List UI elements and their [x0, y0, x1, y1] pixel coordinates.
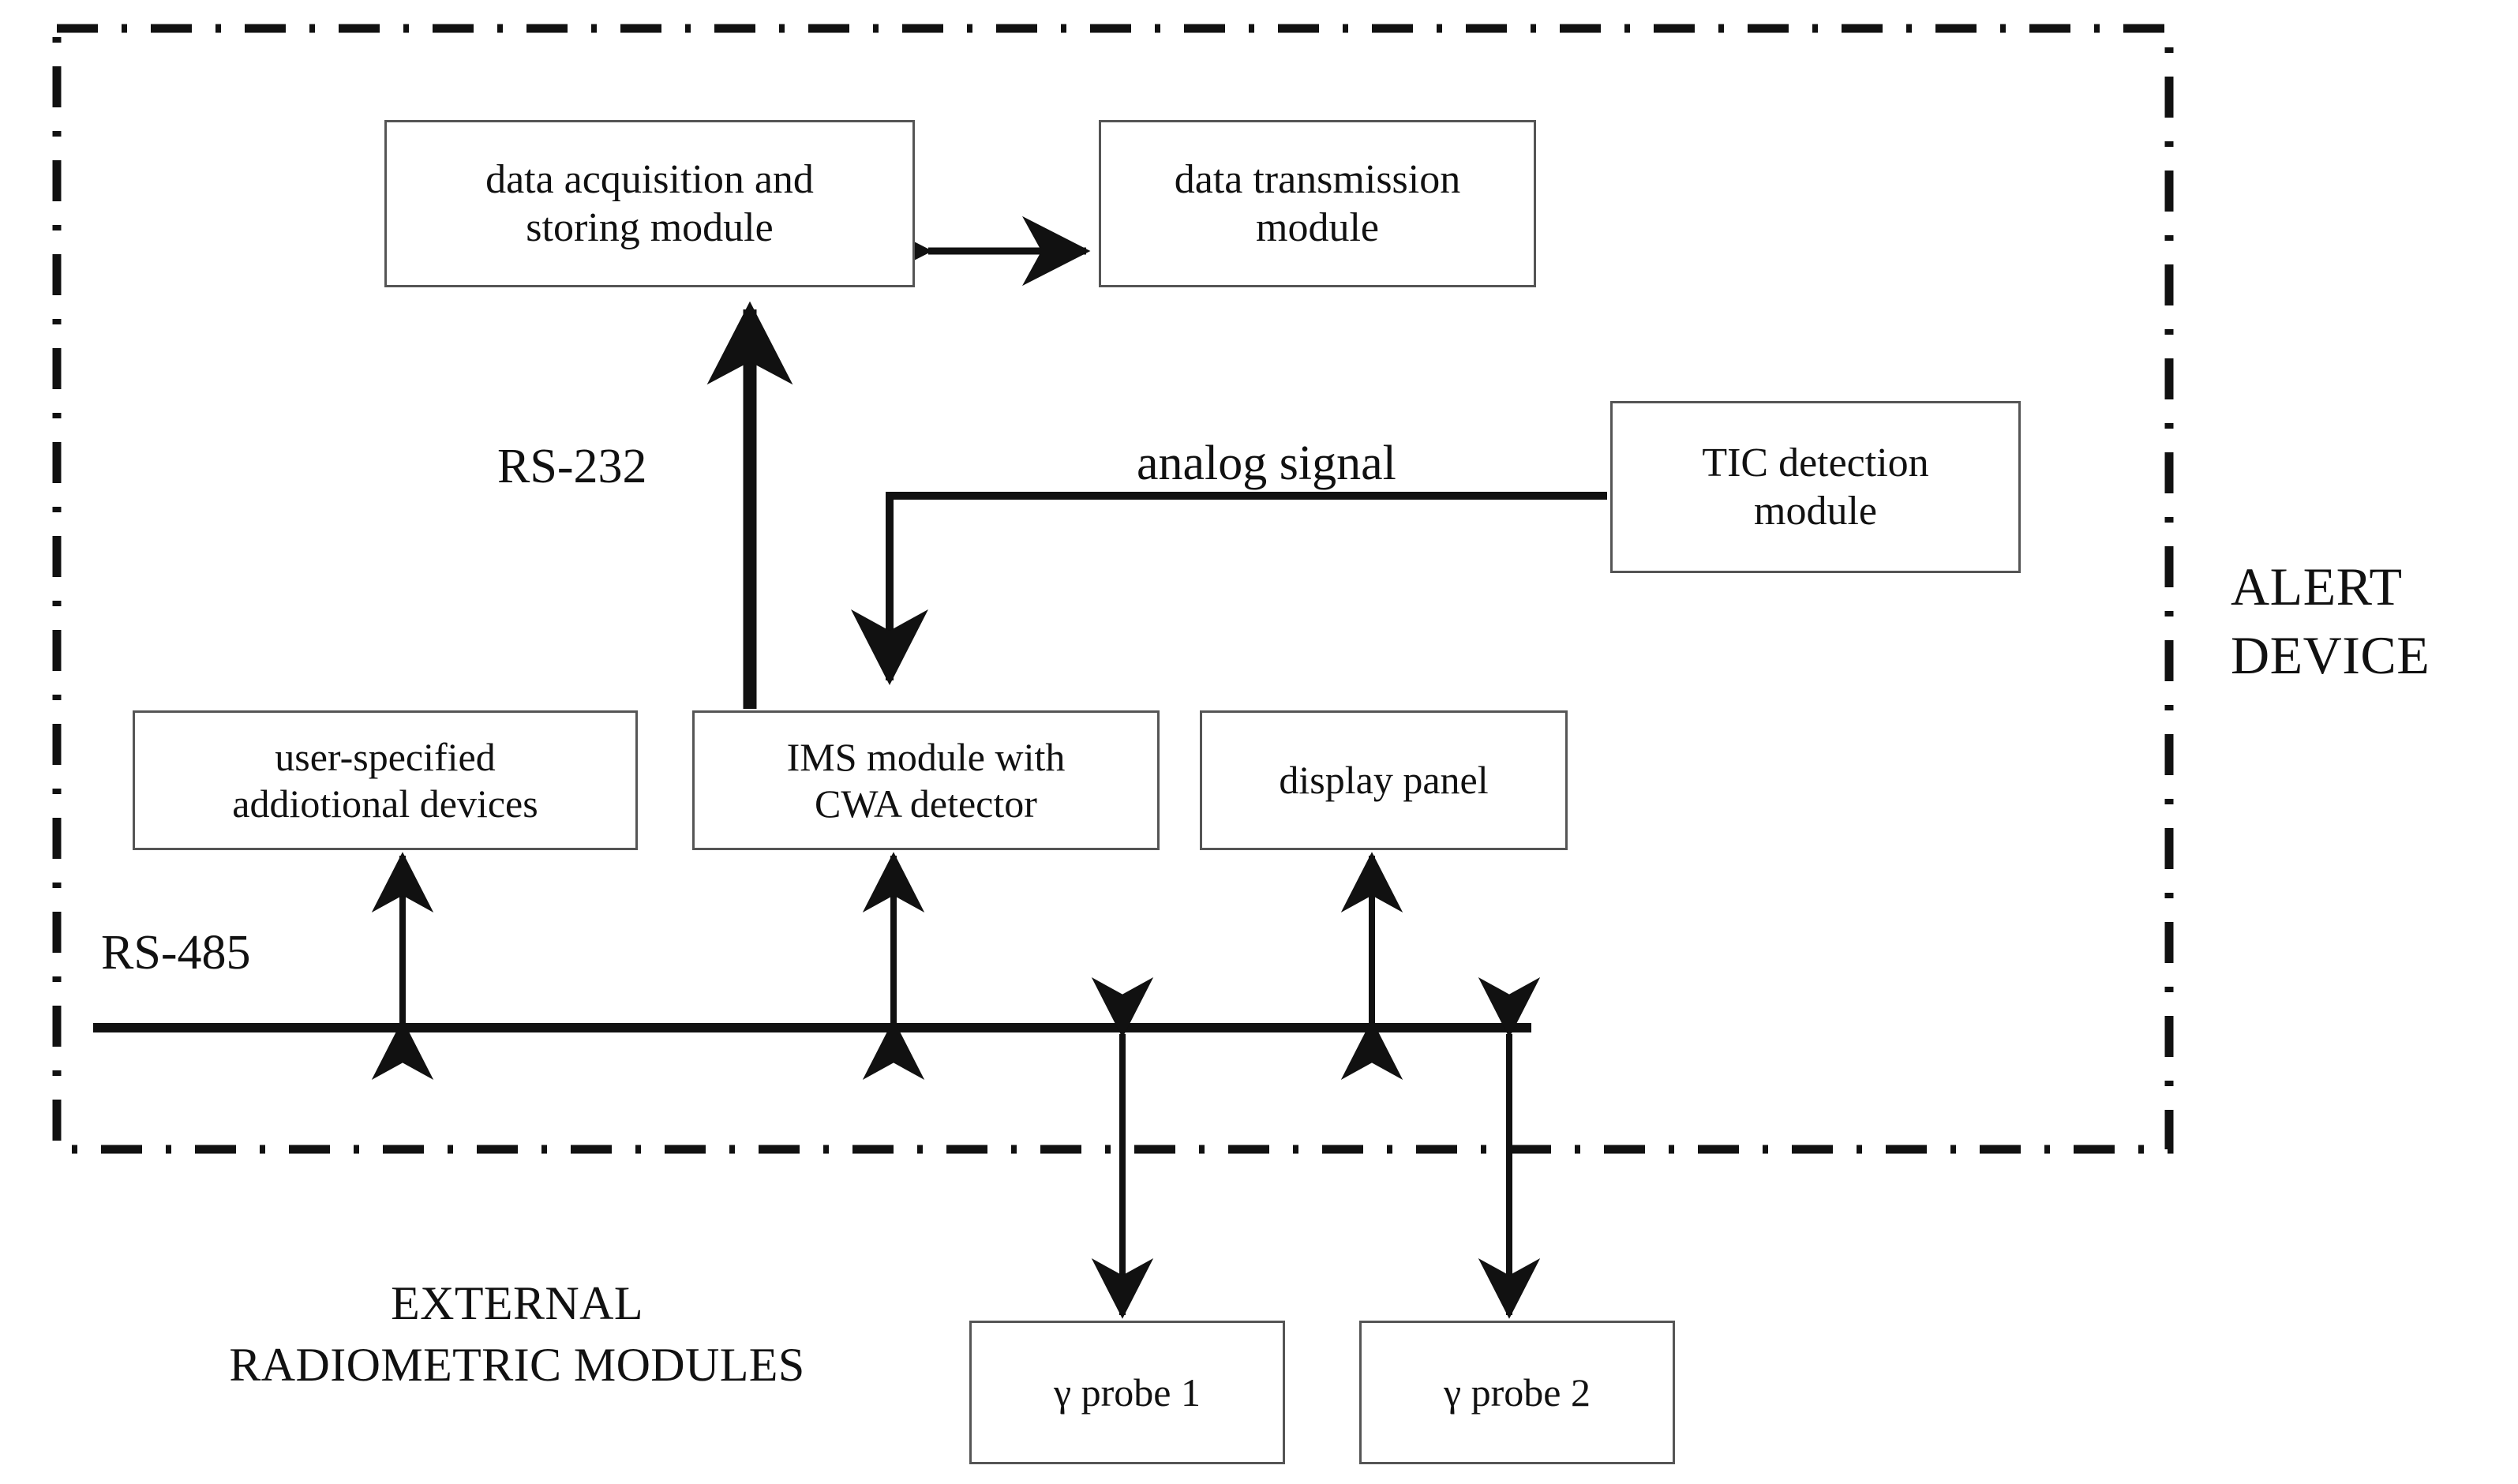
node-dtm-label: data transmission module — [1174, 156, 1461, 250]
node-ims-label: IMS module with CWA detector — [786, 734, 1066, 826]
node-ims-module-with-cwa-detector[interactable]: IMS module with CWA detector — [692, 710, 1160, 850]
node-daq-label: data acquisition and storing module — [485, 156, 814, 250]
edge-label-analog-signal: analog signal — [1137, 437, 1396, 490]
node-gamma-probe-1[interactable]: γ probe 1 — [969, 1321, 1285, 1464]
node-probe2-label: γ probe 2 — [1444, 1370, 1591, 1415]
node-data-transmission-module[interactable]: data transmission module — [1099, 120, 1536, 287]
node-user-specified-additional-devices[interactable]: user-specified addiotional devices — [133, 710, 638, 850]
node-tic-detection-module[interactable]: TIC detection module — [1610, 401, 2021, 573]
group-label-alert-device: ALERT DEVICE — [2231, 556, 2430, 686]
node-gamma-probe-2[interactable]: γ probe 2 — [1359, 1321, 1675, 1464]
node-probe1-label: γ probe 1 — [1054, 1370, 1201, 1415]
node-display-label: display panel — [1279, 758, 1489, 802]
node-extra-label: user-specified addiotional devices — [232, 734, 538, 826]
edge-label-rs485: RS-485 — [101, 926, 251, 980]
node-tic-label: TIC detection module — [1702, 440, 1929, 534]
alert-device-boundary — [52, 24, 2174, 1154]
node-display-panel[interactable]: display panel — [1200, 710, 1568, 850]
edge-label-rs232: RS-232 — [497, 440, 647, 493]
group-label-external-radiometric-modules: EXTERNAL RADIOMETRIC MODULES — [229, 1277, 805, 1391]
edge-analog-tic-to-ims — [851, 492, 1607, 686]
node-data-acquisition-and-storing-module[interactable]: data acquisition and storing module — [384, 120, 915, 287]
